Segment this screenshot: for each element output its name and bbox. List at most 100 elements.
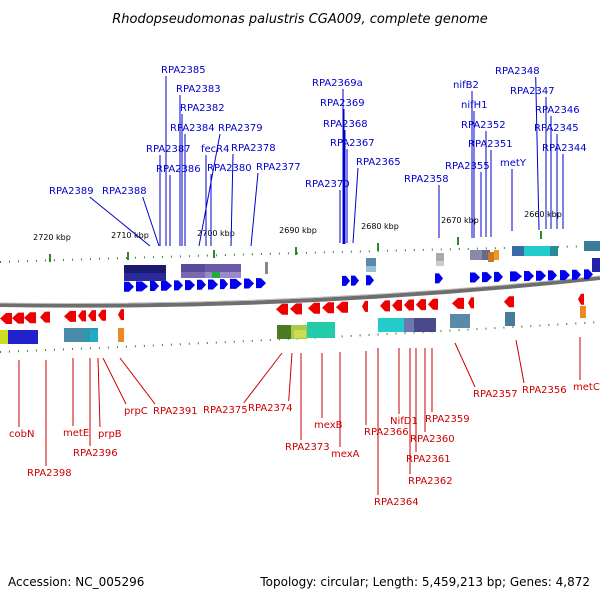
gene-label-rpa2344: RPA2344	[542, 143, 587, 154]
feature-block	[124, 273, 166, 281]
feature-block	[181, 264, 205, 272]
scale-tick-label: 2720 kbp	[33, 233, 71, 242]
scale-tick-label: 2660 kbp	[524, 210, 562, 219]
gene-label-rpa2355: RPA2355	[445, 161, 490, 172]
feature-block	[494, 250, 499, 260]
feature-block	[524, 246, 550, 256]
scale-tick-label: 2690 kbp	[279, 226, 317, 235]
gene-label-rpa2362: RPA2362	[408, 476, 453, 487]
forward-gene-arrow	[230, 278, 242, 289]
reverse-gene-arrow	[428, 298, 438, 310]
gene-label-prpb: prpB	[98, 429, 122, 440]
forward-gene-arrow	[124, 281, 134, 292]
forward-gene-arrow	[256, 278, 266, 289]
forward-gene-arrow	[572, 269, 581, 280]
reverse-gene-arrow	[404, 299, 414, 311]
label-connector	[352, 167, 359, 244]
gene-label-rpa2346: RPA2346	[535, 105, 580, 116]
forward-gene-arrow	[510, 271, 522, 282]
gene-label-rpa2389: RPA2389	[49, 186, 94, 197]
gene-label-rpa2383: RPA2383	[176, 84, 221, 95]
gene-label-rpa2379: RPA2379	[218, 123, 263, 134]
gene-label-rpa2375: RPA2375	[203, 405, 248, 416]
outer-tick-ring	[0, 245, 600, 263]
label-connector	[119, 357, 156, 405]
reverse-gene-arrow	[64, 310, 76, 322]
gene-label-rpa2391: RPA2391	[153, 406, 198, 417]
scale-tick-label: 2700 kbp	[197, 229, 235, 238]
gene-label-rpa2377: RPA2377	[256, 162, 301, 173]
gene-label-rpa2385: RPA2385	[161, 65, 206, 76]
gene-label-nifh1: nifH1	[461, 100, 488, 111]
reverse-gene-arrow	[78, 310, 86, 322]
chromosome-backbone	[0, 276, 600, 308]
label-connector	[230, 153, 234, 247]
gene-label-rpa2348: RPA2348	[495, 66, 540, 77]
feature-block	[592, 258, 600, 272]
gene-label-rpa2356: RPA2356	[522, 385, 567, 396]
forward-gene-arrow	[185, 280, 195, 291]
gene-label-mexa: mexA	[331, 449, 360, 460]
reverse-gene-arrow	[392, 299, 402, 311]
reverse-gene-arrow	[504, 296, 514, 308]
label-connector	[515, 339, 525, 384]
gene-label-rpa2357: RPA2357	[473, 389, 518, 400]
forward-gene-arrow	[150, 281, 159, 291]
gene-label-rpa2396: RPA2396	[73, 448, 118, 459]
feature-block	[294, 330, 306, 338]
forward-gene-arrow	[470, 272, 480, 283]
gene-label-cobn: cobN	[9, 429, 34, 440]
feature-block	[307, 322, 335, 338]
reverse-gene-arrow	[98, 309, 106, 321]
reverse-gene-arrow	[452, 297, 464, 309]
feature-block	[366, 258, 376, 266]
reverse-gene-arrow	[276, 303, 288, 315]
gene-label-rpa2366: RPA2366	[364, 427, 409, 438]
reverse-gene-arrow	[578, 293, 584, 305]
forward-gene-arrow	[342, 275, 350, 286]
feature-block	[414, 318, 436, 332]
accession-label: Accession: NC_005296	[8, 575, 144, 589]
forward-gene-arrow	[174, 280, 183, 291]
feature-block	[205, 272, 241, 278]
feature-block	[205, 264, 241, 272]
feature-block	[265, 262, 268, 274]
feature-block	[212, 272, 220, 278]
reverse-gene-arrow	[0, 313, 12, 324]
gene-label-nifb2: nifB2	[453, 80, 479, 91]
gene-label-rpa2369a: RPA2369a	[312, 78, 363, 89]
reverse-gene-arrow	[336, 301, 348, 313]
feature-block	[181, 272, 205, 278]
scale-tick-label: 2670 kbp	[441, 216, 479, 225]
feature-block	[124, 265, 166, 273]
gene-label-rpa2378: RPA2378	[231, 143, 276, 154]
forward-gene-arrow	[482, 272, 492, 283]
feature-tracks	[0, 241, 600, 344]
gene-label-rpa2364: RPA2364	[374, 497, 419, 508]
forward-gene-arrow	[435, 273, 443, 284]
forward-gene-arrow	[548, 270, 557, 281]
reverse-gene-arrow	[118, 309, 124, 321]
feature-block	[450, 314, 470, 328]
forward-gene-arrow	[244, 278, 254, 289]
label-connector	[288, 352, 293, 402]
gene-label-rpa2384: RPA2384	[170, 123, 215, 134]
feature-block	[8, 330, 38, 344]
feature-block	[378, 318, 404, 332]
gene-label-rpa2351: RPA2351	[468, 139, 513, 150]
gene-label-rpa2352: RPA2352	[461, 120, 506, 131]
feature-block	[580, 306, 586, 318]
gene-label-mexb: mexB	[314, 420, 343, 431]
gene-label-mete: metE	[63, 428, 89, 439]
forward-gene-arrow	[494, 271, 503, 282]
forward-gene-arrow	[584, 269, 593, 280]
forward-gene-arrow	[197, 279, 206, 290]
label-connector	[102, 357, 127, 405]
forward-gene-arrow	[136, 281, 148, 292]
label-connector	[243, 352, 283, 404]
gene-label-rpa2359: RPA2359	[425, 414, 470, 425]
feature-block	[436, 261, 444, 266]
